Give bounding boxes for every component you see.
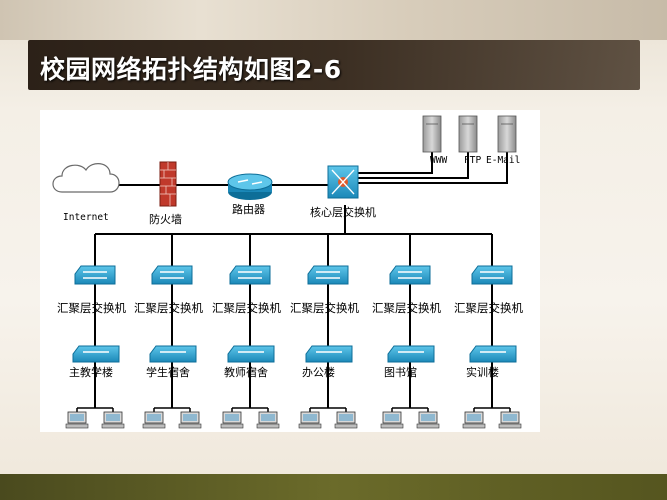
router-label: 路由器 xyxy=(232,202,265,216)
pc-icon xyxy=(178,411,202,429)
building-label: 实训楼 xyxy=(466,365,499,379)
router-icon xyxy=(227,173,273,200)
network-topology-diagram: Internet 防火墙 路由器 核心层交换机 xyxy=(52,115,523,429)
server-ftp-icon xyxy=(458,115,478,153)
pc-icon xyxy=(334,411,358,429)
access-switch-icon xyxy=(72,345,120,363)
aggregation-switch-label: 汇聚层交换机 xyxy=(454,301,523,315)
pc-icon xyxy=(298,411,322,429)
building-label: 图书馆 xyxy=(384,365,417,379)
access-switch-icon xyxy=(305,345,353,363)
pc-icon xyxy=(462,411,486,429)
firewall-label: 防火墙 xyxy=(149,212,182,226)
building-label: 办公楼 xyxy=(302,365,335,379)
aggregation-switch-icon xyxy=(389,265,431,285)
aggregation-switch-icon xyxy=(307,265,349,285)
core-switch-icon xyxy=(327,165,359,199)
aggregation-switch-icon xyxy=(74,265,116,285)
internet-cloud-icon xyxy=(52,163,120,193)
aggregation-switch-label: 汇聚层交换机 xyxy=(57,301,126,315)
aggregation-switch-icon xyxy=(471,265,513,285)
footer-bar xyxy=(0,474,667,500)
building-label: 学生宿舍 xyxy=(146,365,190,379)
firewall-icon xyxy=(159,161,177,207)
title-bar xyxy=(28,40,640,90)
pc-icon xyxy=(498,411,522,429)
access-switch-icon xyxy=(227,345,275,363)
pc-icon xyxy=(256,411,280,429)
aggregation-switch-icon xyxy=(151,265,193,285)
server-www-label: WWW xyxy=(430,155,447,166)
aggregation-switch-label: 汇聚层交换机 xyxy=(372,301,441,315)
access-switch-icon xyxy=(387,345,435,363)
server-email-label: E-Mail xyxy=(486,155,520,166)
server-www-icon xyxy=(422,115,442,153)
server-email-icon xyxy=(497,115,517,153)
diagram-panel xyxy=(40,110,540,432)
backbone-links xyxy=(95,140,508,235)
pc-icon xyxy=(65,411,89,429)
aggregation-switch-label: 汇聚层交换机 xyxy=(212,301,281,315)
pc-icon xyxy=(380,411,404,429)
pc-icon xyxy=(416,411,440,429)
access-switch-icon xyxy=(469,345,517,363)
pc-icon xyxy=(142,411,166,429)
pc-icon xyxy=(101,411,125,429)
internet-label: Internet xyxy=(63,212,109,223)
building-label: 教师宿舍 xyxy=(224,365,268,379)
aggregation-switch-label: 汇聚层交换机 xyxy=(290,301,359,315)
decorative-photo-strip xyxy=(0,0,667,40)
core-switch-label: 核心层交换机 xyxy=(310,205,376,219)
aggregation-switch-icon xyxy=(229,265,271,285)
aggregation-switch-label: 汇聚层交换机 xyxy=(134,301,203,315)
distribution-columns: 汇聚层交换机主教学楼汇聚层交换机学生宿舍汇聚层交换机教师宿舍汇聚层交换机办公楼汇… xyxy=(57,234,523,429)
pc-icon xyxy=(220,411,244,429)
building-label: 主教学楼 xyxy=(69,365,113,379)
access-switch-icon xyxy=(149,345,197,363)
server-ftp-label: FTP xyxy=(464,155,481,166)
slide-title: 校园网络拓扑结构如图2-6 xyxy=(40,55,342,84)
